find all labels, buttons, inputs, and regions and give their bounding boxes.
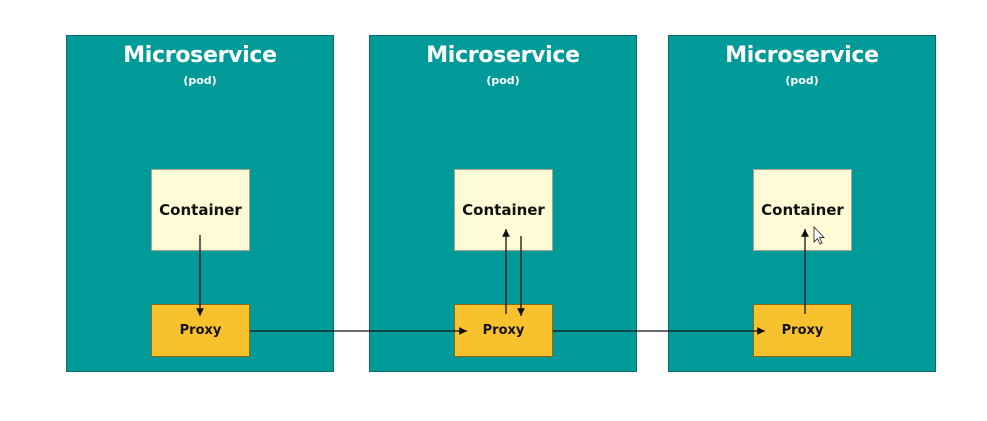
container-box: Container — [454, 169, 553, 251]
container-box: Container — [753, 169, 852, 251]
pod-title: Microservice — [123, 43, 277, 68]
pod-title: Microservice — [426, 43, 580, 68]
pod-subtitle: (pod) — [785, 74, 819, 87]
pod-2: Microservice (pod) Container Proxy — [369, 35, 637, 372]
pod-subtitle: (pod) — [183, 74, 217, 87]
pod-3: Microservice (pod) Container Proxy — [668, 35, 936, 372]
pod-1: Microservice (pod) Container Proxy — [66, 35, 334, 372]
proxy-box: Proxy — [151, 304, 250, 357]
proxy-box: Proxy — [753, 304, 852, 357]
proxy-box: Proxy — [454, 304, 553, 357]
pod-subtitle: (pod) — [486, 74, 520, 87]
container-box: Container — [151, 169, 250, 251]
pod-title: Microservice — [725, 43, 879, 68]
